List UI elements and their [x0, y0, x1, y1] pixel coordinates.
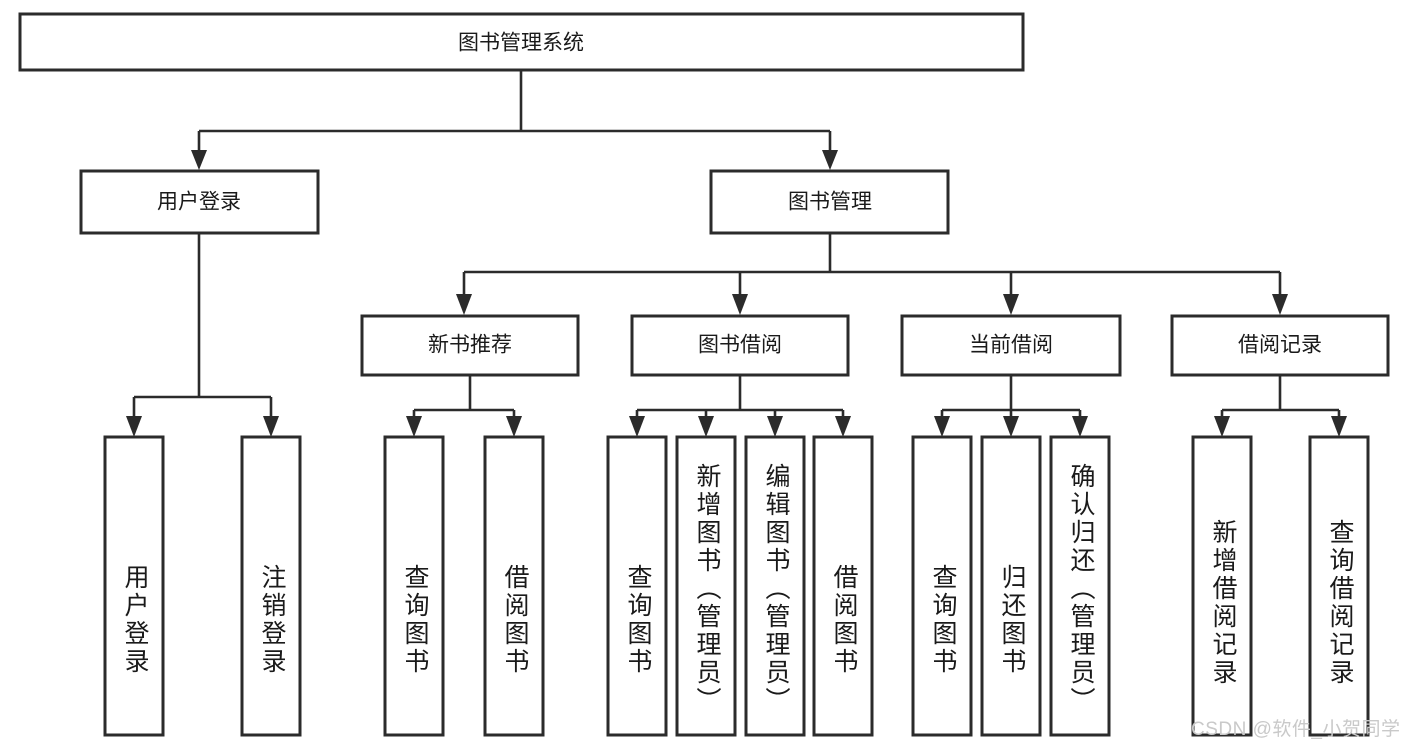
node-new-book-rec-label: 新书推荐: [428, 334, 512, 357]
node-new-book-rec[interactable]: 新书推荐: [360, 314, 580, 377]
arrowhead-leaf-return-book: [1003, 416, 1019, 437]
arrowhead-leaf-query-book-3: [934, 416, 950, 437]
arrowhead-user-login: [191, 150, 207, 170]
leaf-box-query-record[interactable]: [1308, 435, 1370, 737]
leaf-box-query-book-2[interactable]: [606, 435, 668, 737]
leaf-box-return-book[interactable]: [980, 435, 1042, 737]
leaf-box-query-book-1[interactable]: [383, 435, 445, 737]
node-root-label: 图书管理系统: [458, 32, 584, 55]
leaf-box-borrow-book-1[interactable]: [483, 435, 545, 737]
leaf-box-confirm-return[interactable]: [1049, 435, 1111, 737]
node-root-box[interactable]: [18, 12, 1025, 72]
node-book-manage-box[interactable]: [709, 169, 950, 235]
arrowhead-leaf-query-book-2: [629, 416, 645, 437]
leaf-box-query-book-3[interactable]: [911, 435, 973, 737]
node-borrow-record[interactable]: 借阅记录: [1170, 314, 1390, 377]
arrowhead-leaf-query-record: [1331, 416, 1347, 437]
node-book-borrow-label: 图书借阅: [698, 334, 782, 357]
arrowhead-new-book-rec: [456, 294, 472, 315]
arrowhead-leaf-confirm-return: [1072, 416, 1088, 437]
leaf-box-edit-book[interactable]: [744, 435, 806, 737]
arrowhead-borrow-record: [1272, 294, 1288, 315]
arrowhead-leaf-borrow-book-2: [835, 416, 851, 437]
node-borrow-record-label: 借阅记录: [1238, 334, 1322, 357]
arrowhead-book-manage: [822, 150, 838, 170]
leaf-box-user-login[interactable]: [103, 435, 165, 737]
node-root[interactable]: 图书管理系统: [18, 12, 1025, 72]
leaf-box-borrow-book-2[interactable]: [812, 435, 874, 737]
leaf-box-add-record[interactable]: [1191, 435, 1253, 737]
csdn-watermark: CSDN @软件_小贺同学: [1191, 719, 1401, 740]
node-book-borrow-box[interactable]: [630, 314, 850, 377]
node-book-borrow[interactable]: 图书借阅: [630, 314, 850, 377]
arrowhead-leaf-edit-book: [767, 416, 783, 437]
leaf-box-user-logout[interactable]: [240, 435, 302, 737]
node-new-book-rec-box[interactable]: [360, 314, 580, 377]
node-borrow-record-box[interactable]: [1170, 314, 1390, 377]
arrowhead-leaf-user-login: [126, 416, 142, 437]
arrowhead-leaf-user-logout: [263, 416, 279, 437]
arrowhead-book-borrow: [732, 294, 748, 315]
node-user-login[interactable]: 用户登录: [79, 169, 320, 235]
node-book-manage-label: 图书管理: [788, 191, 872, 214]
node-current-borrow-box[interactable]: [900, 314, 1122, 377]
arrowhead-leaf-borrow-book-1: [506, 416, 522, 437]
node-current-borrow[interactable]: 当前借阅: [900, 314, 1122, 377]
arrowhead-leaf-add-book: [698, 416, 714, 437]
arrowhead-leaf-query-book-1: [406, 416, 422, 437]
node-book-manage[interactable]: 图书管理: [709, 169, 950, 235]
arrowhead-current-borrow: [1003, 294, 1019, 315]
leaf-box-add-book[interactable]: [675, 435, 737, 737]
node-user-login-label: 用户登录: [157, 191, 241, 214]
node-current-borrow-label: 当前借阅: [969, 334, 1053, 357]
arrowhead-leaf-add-record: [1214, 416, 1230, 437]
